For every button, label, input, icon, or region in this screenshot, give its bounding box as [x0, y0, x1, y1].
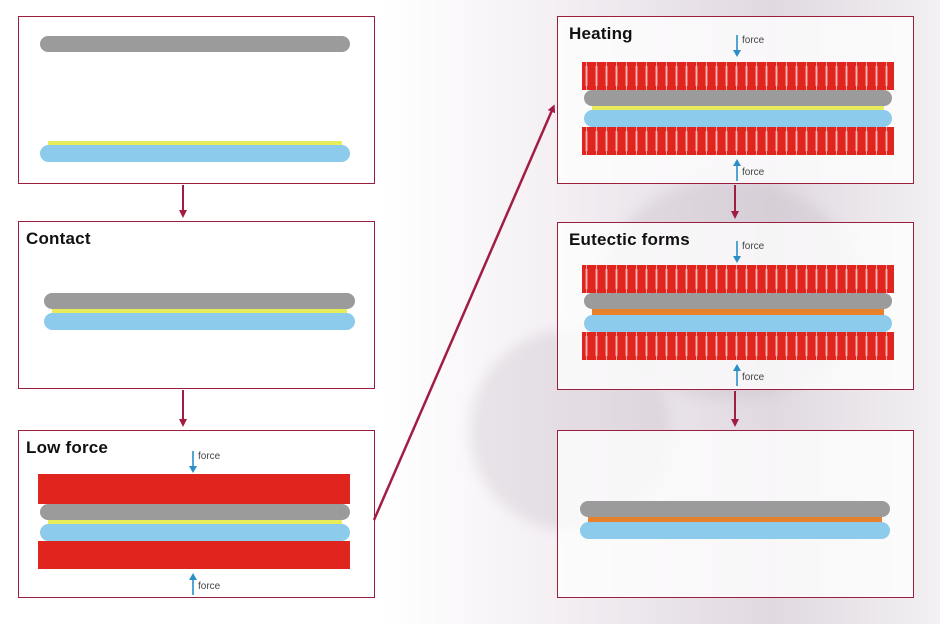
eutectic-layer	[588, 517, 882, 523]
panel-title: Low force	[26, 438, 109, 457]
panel-heating: Heating force force	[557, 16, 914, 184]
solder-layer	[52, 309, 347, 313]
arrow-down-icon	[733, 35, 741, 57]
substrate-layer	[40, 145, 350, 162]
die-layer	[40, 36, 350, 52]
substrate-layer	[584, 110, 892, 127]
panel-initial	[18, 16, 375, 184]
panel-contact: Contact	[18, 221, 375, 389]
panel-eutectic-forms: Eutectic forms force force	[557, 222, 914, 390]
panel-title: Contact	[26, 229, 91, 248]
substrate-layer	[584, 315, 892, 332]
solder-layer	[48, 141, 342, 145]
arrow-up-icon	[733, 364, 741, 386]
panel-title: Eutectic forms	[569, 230, 690, 249]
arrow-down-icon	[733, 241, 741, 263]
heater-plate-bottom	[38, 541, 350, 569]
force-label: force	[198, 581, 221, 592]
solder-layer	[592, 106, 884, 110]
force-label: force	[742, 241, 765, 252]
substrate-layer	[580, 522, 890, 539]
substrate-layer	[40, 524, 350, 541]
substrate-layer	[44, 313, 355, 330]
force-label: force	[742, 35, 765, 46]
panel-final	[557, 430, 914, 598]
force-label: force	[742, 372, 765, 383]
heater-plate-top	[582, 265, 894, 293]
die-layer	[584, 90, 892, 106]
panel-low-force: Low force force force	[18, 430, 375, 598]
die-layer	[580, 501, 890, 517]
arrow-up-icon	[733, 159, 741, 181]
force-label: force	[742, 167, 765, 178]
panel-title: Heating	[569, 24, 633, 43]
die-layer	[44, 293, 355, 309]
force-label: force	[198, 451, 221, 462]
eutectic-layer	[592, 309, 884, 315]
heater-plate-bottom	[582, 127, 894, 155]
arrow-down-icon	[189, 451, 197, 473]
solder-layer	[48, 520, 342, 524]
die-layer	[584, 293, 892, 309]
heater-plate-bottom	[582, 332, 894, 360]
die-layer	[40, 504, 350, 520]
arrow-up-icon	[189, 573, 197, 595]
heater-plate-top	[582, 62, 894, 90]
heater-plate-top	[38, 474, 350, 504]
